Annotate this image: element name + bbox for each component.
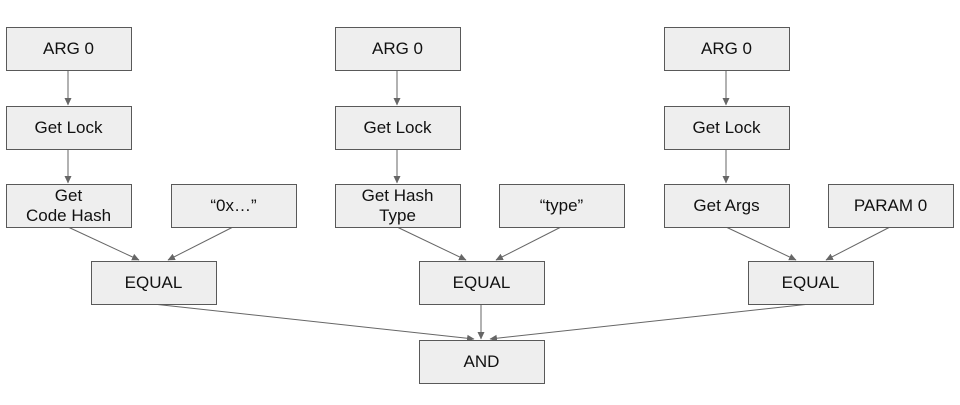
- node-box: [664, 27, 790, 71]
- node-label: PARAM 0: [854, 196, 927, 215]
- edge-codehash-to-equal_a: [67, 226, 140, 261]
- node-label: Get: [55, 186, 83, 205]
- node-label: ARG 0: [701, 39, 752, 58]
- node-box: [664, 106, 790, 150]
- node-equal-c: EQUAL: [748, 261, 874, 305]
- node-and: AND: [419, 340, 545, 384]
- node-param0: PARAM 0: [828, 184, 954, 228]
- edge-hashtype-to-equal_b: [396, 226, 467, 261]
- node-label: Type: [379, 206, 416, 225]
- node-box: [6, 184, 132, 228]
- node-box: [335, 184, 461, 228]
- edge-hex-to-equal_a: [167, 226, 234, 261]
- node-box: [6, 106, 132, 150]
- edge-equal_a-to-and: [152, 303, 475, 342]
- node-label: “type”: [540, 196, 584, 215]
- node-lock-b: Get Lock: [335, 106, 461, 150]
- node-label: ARG 0: [372, 39, 423, 58]
- node-label: Get Lock: [363, 118, 432, 137]
- node-box: [91, 261, 217, 305]
- node-typestr: “type”: [499, 184, 625, 228]
- node-equal-a: EQUAL: [91, 261, 217, 305]
- node-lock-c: Get Lock: [664, 106, 790, 150]
- edges-layer: [64, 70, 891, 342]
- edge-equal_c-to-and: [489, 303, 811, 342]
- node-lock-a: Get Lock: [6, 106, 132, 150]
- edge-param0-to-equal_c: [825, 226, 891, 261]
- node-arg0-a: ARG 0: [6, 27, 132, 71]
- node-label: EQUAL: [453, 273, 511, 292]
- node-box: [419, 261, 545, 305]
- node-box: [335, 106, 461, 150]
- node-label: EQUAL: [125, 273, 183, 292]
- node-box: [171, 184, 297, 228]
- node-box: [499, 184, 625, 228]
- node-hex: “0x…”: [171, 184, 297, 228]
- node-box: [828, 184, 954, 228]
- node-box: [6, 27, 132, 71]
- node-box: [335, 27, 461, 71]
- node-equal-b: EQUAL: [419, 261, 545, 305]
- node-label: Get Hash: [362, 186, 434, 205]
- node-box: [748, 261, 874, 305]
- node-label: Get Lock: [34, 118, 103, 137]
- node-label: Get Lock: [692, 118, 761, 137]
- node-label: AND: [464, 352, 500, 371]
- node-box: [664, 184, 790, 228]
- node-label: ARG 0: [43, 39, 94, 58]
- node-arg0-c: ARG 0: [664, 27, 790, 71]
- node-getargs: Get Args: [664, 184, 790, 228]
- edge-getargs-to-equal_c: [725, 226, 797, 261]
- edge-typestr-to-equal_b: [495, 226, 562, 261]
- node-label: “0x…”: [210, 196, 257, 215]
- node-box: [419, 340, 545, 384]
- node-label: Get Args: [693, 196, 759, 215]
- node-label: EQUAL: [782, 273, 840, 292]
- node-label: Code Hash: [26, 206, 111, 225]
- node-arg0-b: ARG 0: [335, 27, 461, 71]
